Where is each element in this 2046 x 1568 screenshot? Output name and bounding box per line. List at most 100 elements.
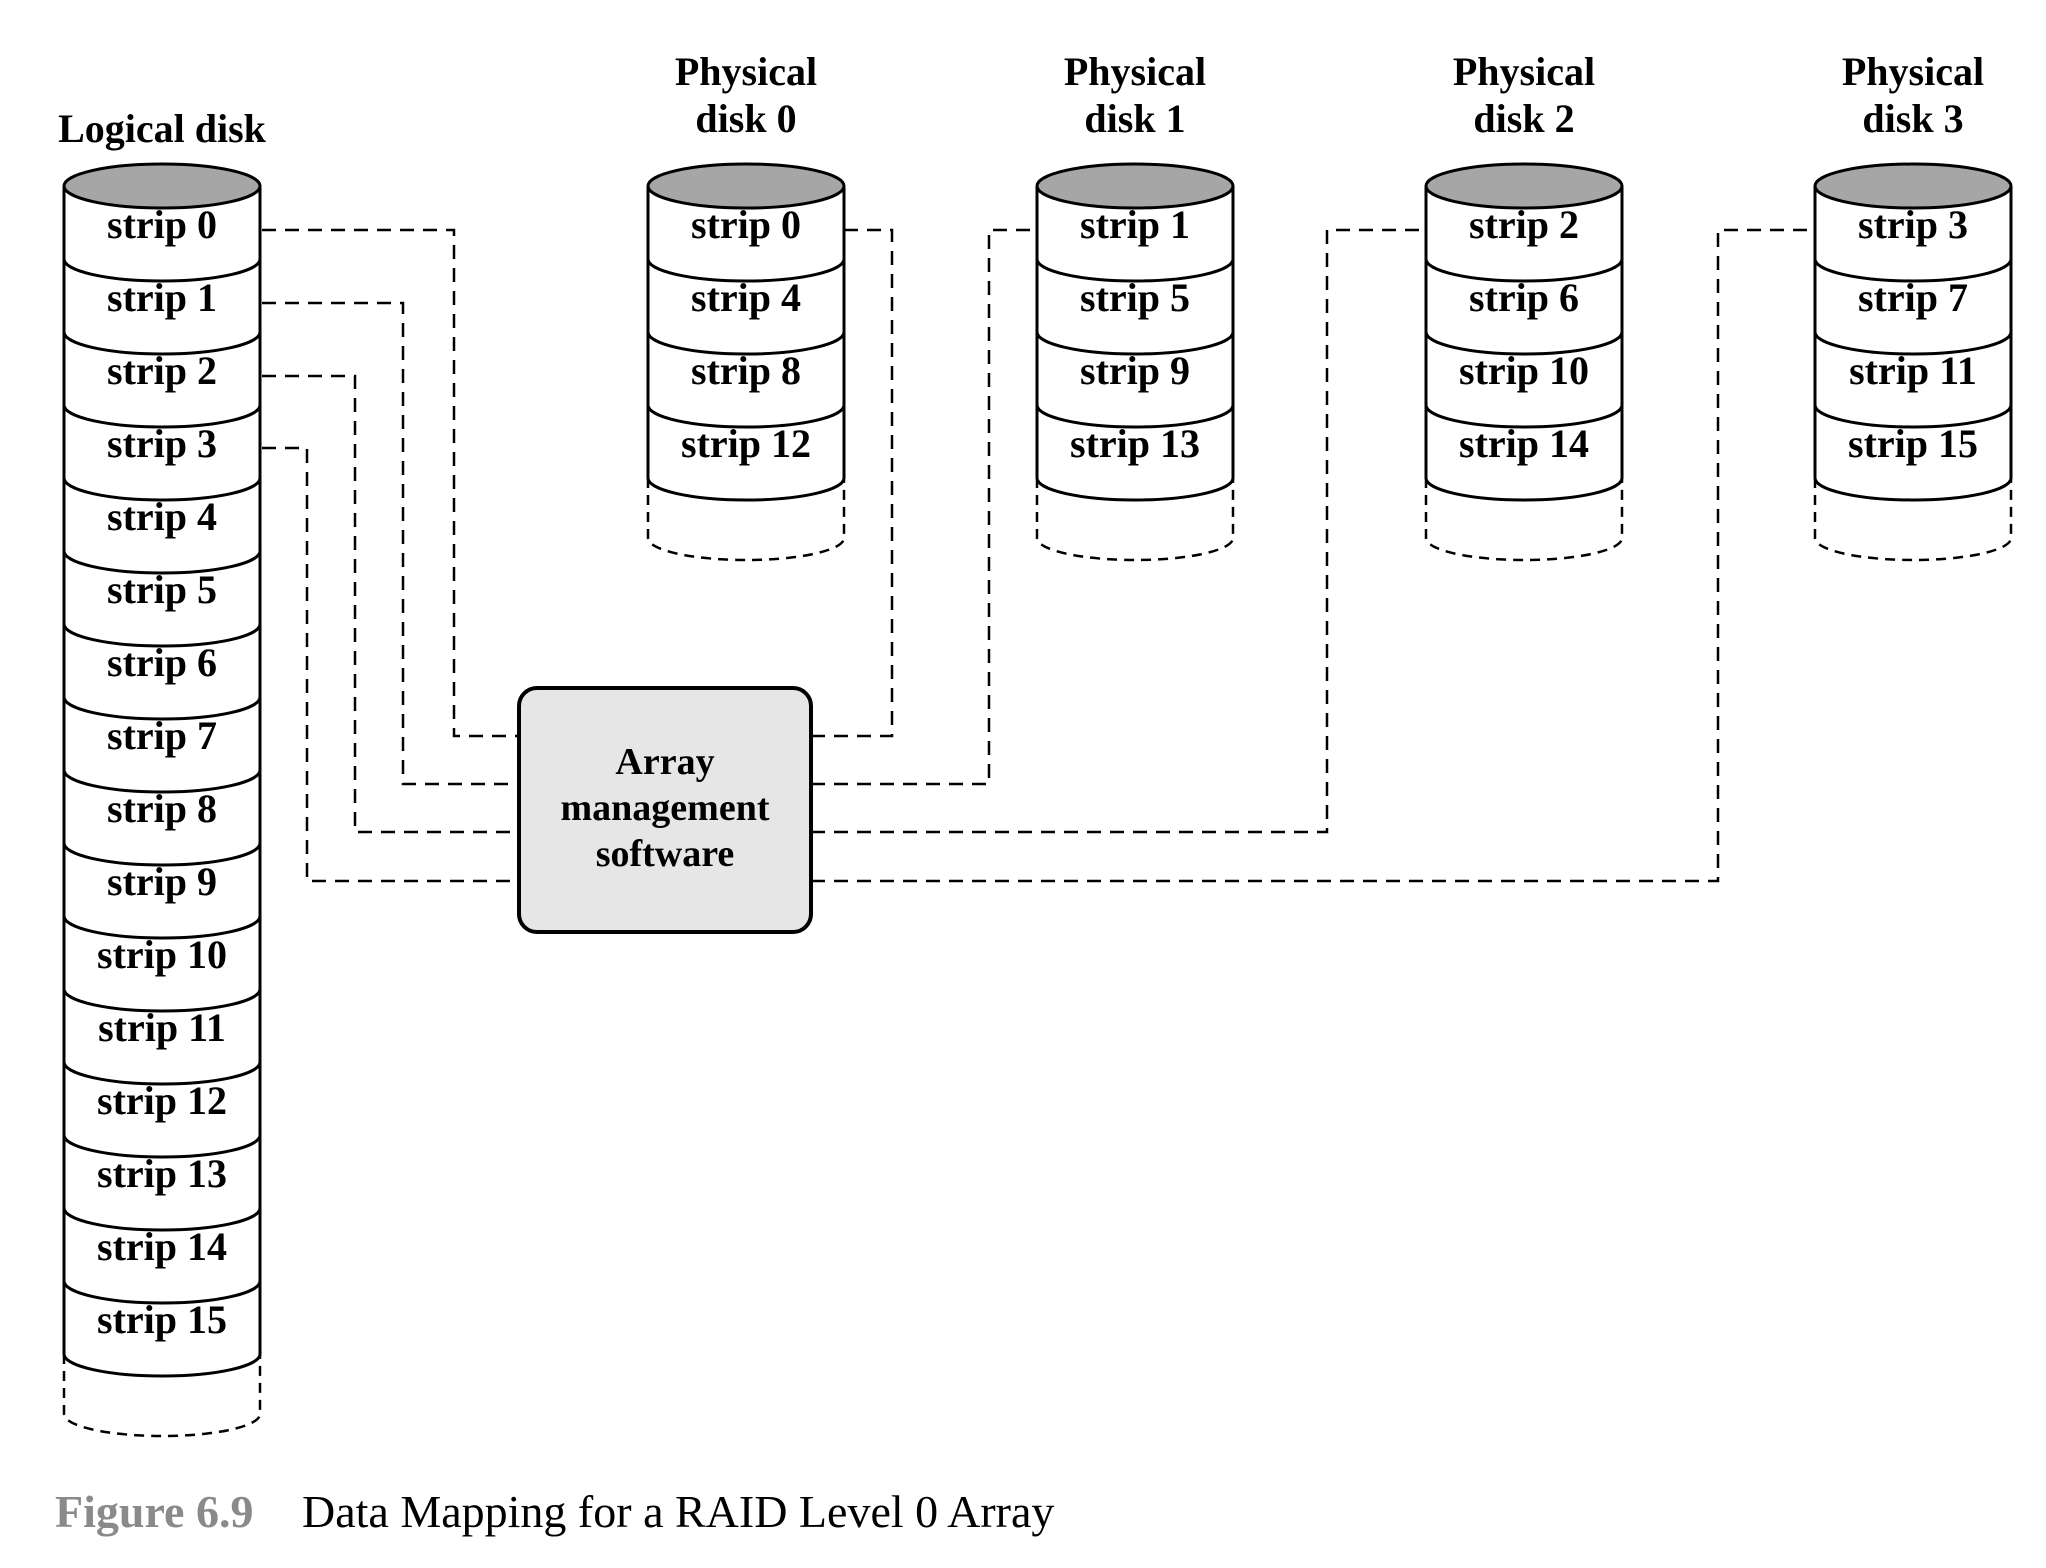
physical-disk-2-label-line1: Physical xyxy=(1453,49,1595,94)
physical-disk-2-strip-separator xyxy=(1424,404,1624,429)
array-management-box-frame xyxy=(517,686,813,934)
connector-line-3 xyxy=(262,446,519,883)
physical-disk-2-strip-label: strip 14 xyxy=(1459,421,1589,466)
physical-disk-1-strip-label: strip 13 xyxy=(1070,421,1200,466)
physical-disk-1-strip-separator xyxy=(1035,331,1235,356)
physical-disk-2-label-line2: disk 2 xyxy=(1473,96,1574,141)
logical-disk-strip-label: strip 13 xyxy=(97,1151,227,1196)
physical-disk-0-strip-separator xyxy=(646,477,846,502)
physical-disk-0-strip-separator xyxy=(646,258,846,283)
physical-disk-2-header: Physical disk 2 xyxy=(1453,49,1595,141)
logical-disk-strip-separator xyxy=(62,769,262,794)
connector-line-0 xyxy=(262,228,519,738)
logical-disk-strip-label: strip 8 xyxy=(107,786,217,831)
caption-text: Data Mapping for a RAID Level 0 Array xyxy=(302,1486,1054,1537)
logical-disk-label: Logical disk xyxy=(58,106,267,151)
array-management-box: Array management software xyxy=(517,686,813,934)
dashed-connectors xyxy=(262,228,1815,883)
physical-disk-3-strip-label: strip 7 xyxy=(1858,275,1968,320)
logical-disk-strip-separator xyxy=(62,331,262,356)
physical-disk-1-label-line1: Physical xyxy=(1064,49,1206,94)
logical-disk-continuation xyxy=(62,1354,262,1438)
logical-disk-strip-separator xyxy=(62,258,262,283)
logical-disk-strip-label: strip 5 xyxy=(107,567,217,612)
logical-disk-strip-separator xyxy=(62,1280,262,1305)
physical-disk-0-strip-separator xyxy=(646,331,846,356)
logical-disk-strip-label: strip 4 xyxy=(107,494,217,539)
logical-disk-strip-separator xyxy=(62,477,262,502)
physical-disk-3-top-cap xyxy=(1813,162,2013,210)
logical-disk-strip-label: strip 6 xyxy=(107,640,217,685)
connector-line-2 xyxy=(262,374,519,834)
logical-disk-strip-separator xyxy=(62,1353,262,1378)
figure-caption: Figure 6.9 Data Mapping for a RAID Level… xyxy=(55,1486,1054,1537)
physical-disk-3-strip-label: strip 11 xyxy=(1849,348,1977,393)
physical-disk-1-strip-separator xyxy=(1035,258,1235,283)
physical-disk-3-strip-separator xyxy=(1813,404,2013,429)
physical-disk-3-header: Physical disk 3 xyxy=(1842,49,1984,141)
physical-disk-2-strip-separator xyxy=(1424,477,1624,502)
physical-disk-3-strip-separator xyxy=(1813,258,2013,283)
logical-disk-strip-separator xyxy=(62,988,262,1013)
logical-disk-strip-label: strip 7 xyxy=(107,713,217,758)
physical-disk-0-strip-label: strip 4 xyxy=(691,275,801,320)
array-box-line1: Array xyxy=(615,741,714,783)
array-box-line3: software xyxy=(596,833,735,875)
physical-disk-2-strip-label: strip 6 xyxy=(1469,275,1579,320)
logical-disk-strip-separator xyxy=(62,915,262,940)
physical-disk-1-top-cap xyxy=(1035,162,1235,210)
physical-disk-2-strip-separator xyxy=(1424,331,1624,356)
logical-disk-strip-separator xyxy=(62,1134,262,1159)
logical-disk-top-cap xyxy=(62,162,262,210)
physical-disk-1-label-line2: disk 1 xyxy=(1084,96,1185,141)
physical-disk-0-label-line1: Physical xyxy=(675,49,817,94)
physical-disk-0-strip-label: strip 12 xyxy=(681,421,811,466)
logical-disk-strip-label: strip 14 xyxy=(97,1224,227,1269)
logical-disk-strip-label: strip 15 xyxy=(97,1297,227,1342)
physical-disk-0-label-line2: disk 0 xyxy=(695,96,796,141)
logical-disk-strip-label: strip 1 xyxy=(107,275,217,320)
logical-disk-strip-label: strip 2 xyxy=(107,348,217,393)
physical-disk-3-strip-separator xyxy=(1813,331,2013,356)
logical-disk-strip-label: strip 11 xyxy=(98,1005,226,1050)
physical-disk-2-continuation xyxy=(1424,478,1624,562)
physical-disk-3-continuation xyxy=(1813,478,2013,562)
physical-disks: Physical disk 0 Physical disk 1 Physical… xyxy=(646,49,2013,562)
physical-disk-1-strip-label: strip 5 xyxy=(1080,275,1190,320)
logical-disk-strip-separator xyxy=(62,1061,262,1086)
physical-disk-3-label-line1: Physical xyxy=(1842,49,1984,94)
logical-disk-strip-separator xyxy=(62,550,262,575)
array-box-line2: management xyxy=(561,787,770,829)
connector-line-6 xyxy=(811,228,1426,834)
physical-disk-1-continuation xyxy=(1035,478,1235,562)
logical-disk-strip-label: strip 3 xyxy=(107,421,217,466)
physical-disk-0-strip-label: strip 8 xyxy=(691,348,801,393)
physical-disk-3-label-line2: disk 3 xyxy=(1862,96,1963,141)
physical-disk-0-strip-separator xyxy=(646,404,846,429)
logical-disk-strip-separator xyxy=(62,842,262,867)
physical-disk-2-strip-label: strip 10 xyxy=(1459,348,1589,393)
physical-disk-1-strip-separator xyxy=(1035,477,1235,502)
logical-disk-strip-separator xyxy=(62,404,262,429)
logical-disk-strip-label: strip 10 xyxy=(97,932,227,977)
logical-disk-strip-separator xyxy=(62,1207,262,1232)
logical-disk-strip-separator xyxy=(62,696,262,721)
physical-disk-1-strip-label: strip 9 xyxy=(1080,348,1190,393)
physical-disk-2-strip-separator xyxy=(1424,258,1624,283)
physical-disk-0-top-cap xyxy=(646,162,846,210)
caption-number: Figure 6.9 xyxy=(55,1486,253,1537)
physical-disk-2-top-cap xyxy=(1424,162,1624,210)
connector-line-4 xyxy=(811,228,894,738)
physical-disk-3-strip-label: strip 15 xyxy=(1848,421,1978,466)
physical-disk-3-strip-separator xyxy=(1813,477,2013,502)
logical-disk-strip-label: strip 9 xyxy=(107,859,217,904)
physical-disk-1-strip-separator xyxy=(1035,404,1235,429)
logical-disk-strip-label: strip 12 xyxy=(97,1078,227,1123)
